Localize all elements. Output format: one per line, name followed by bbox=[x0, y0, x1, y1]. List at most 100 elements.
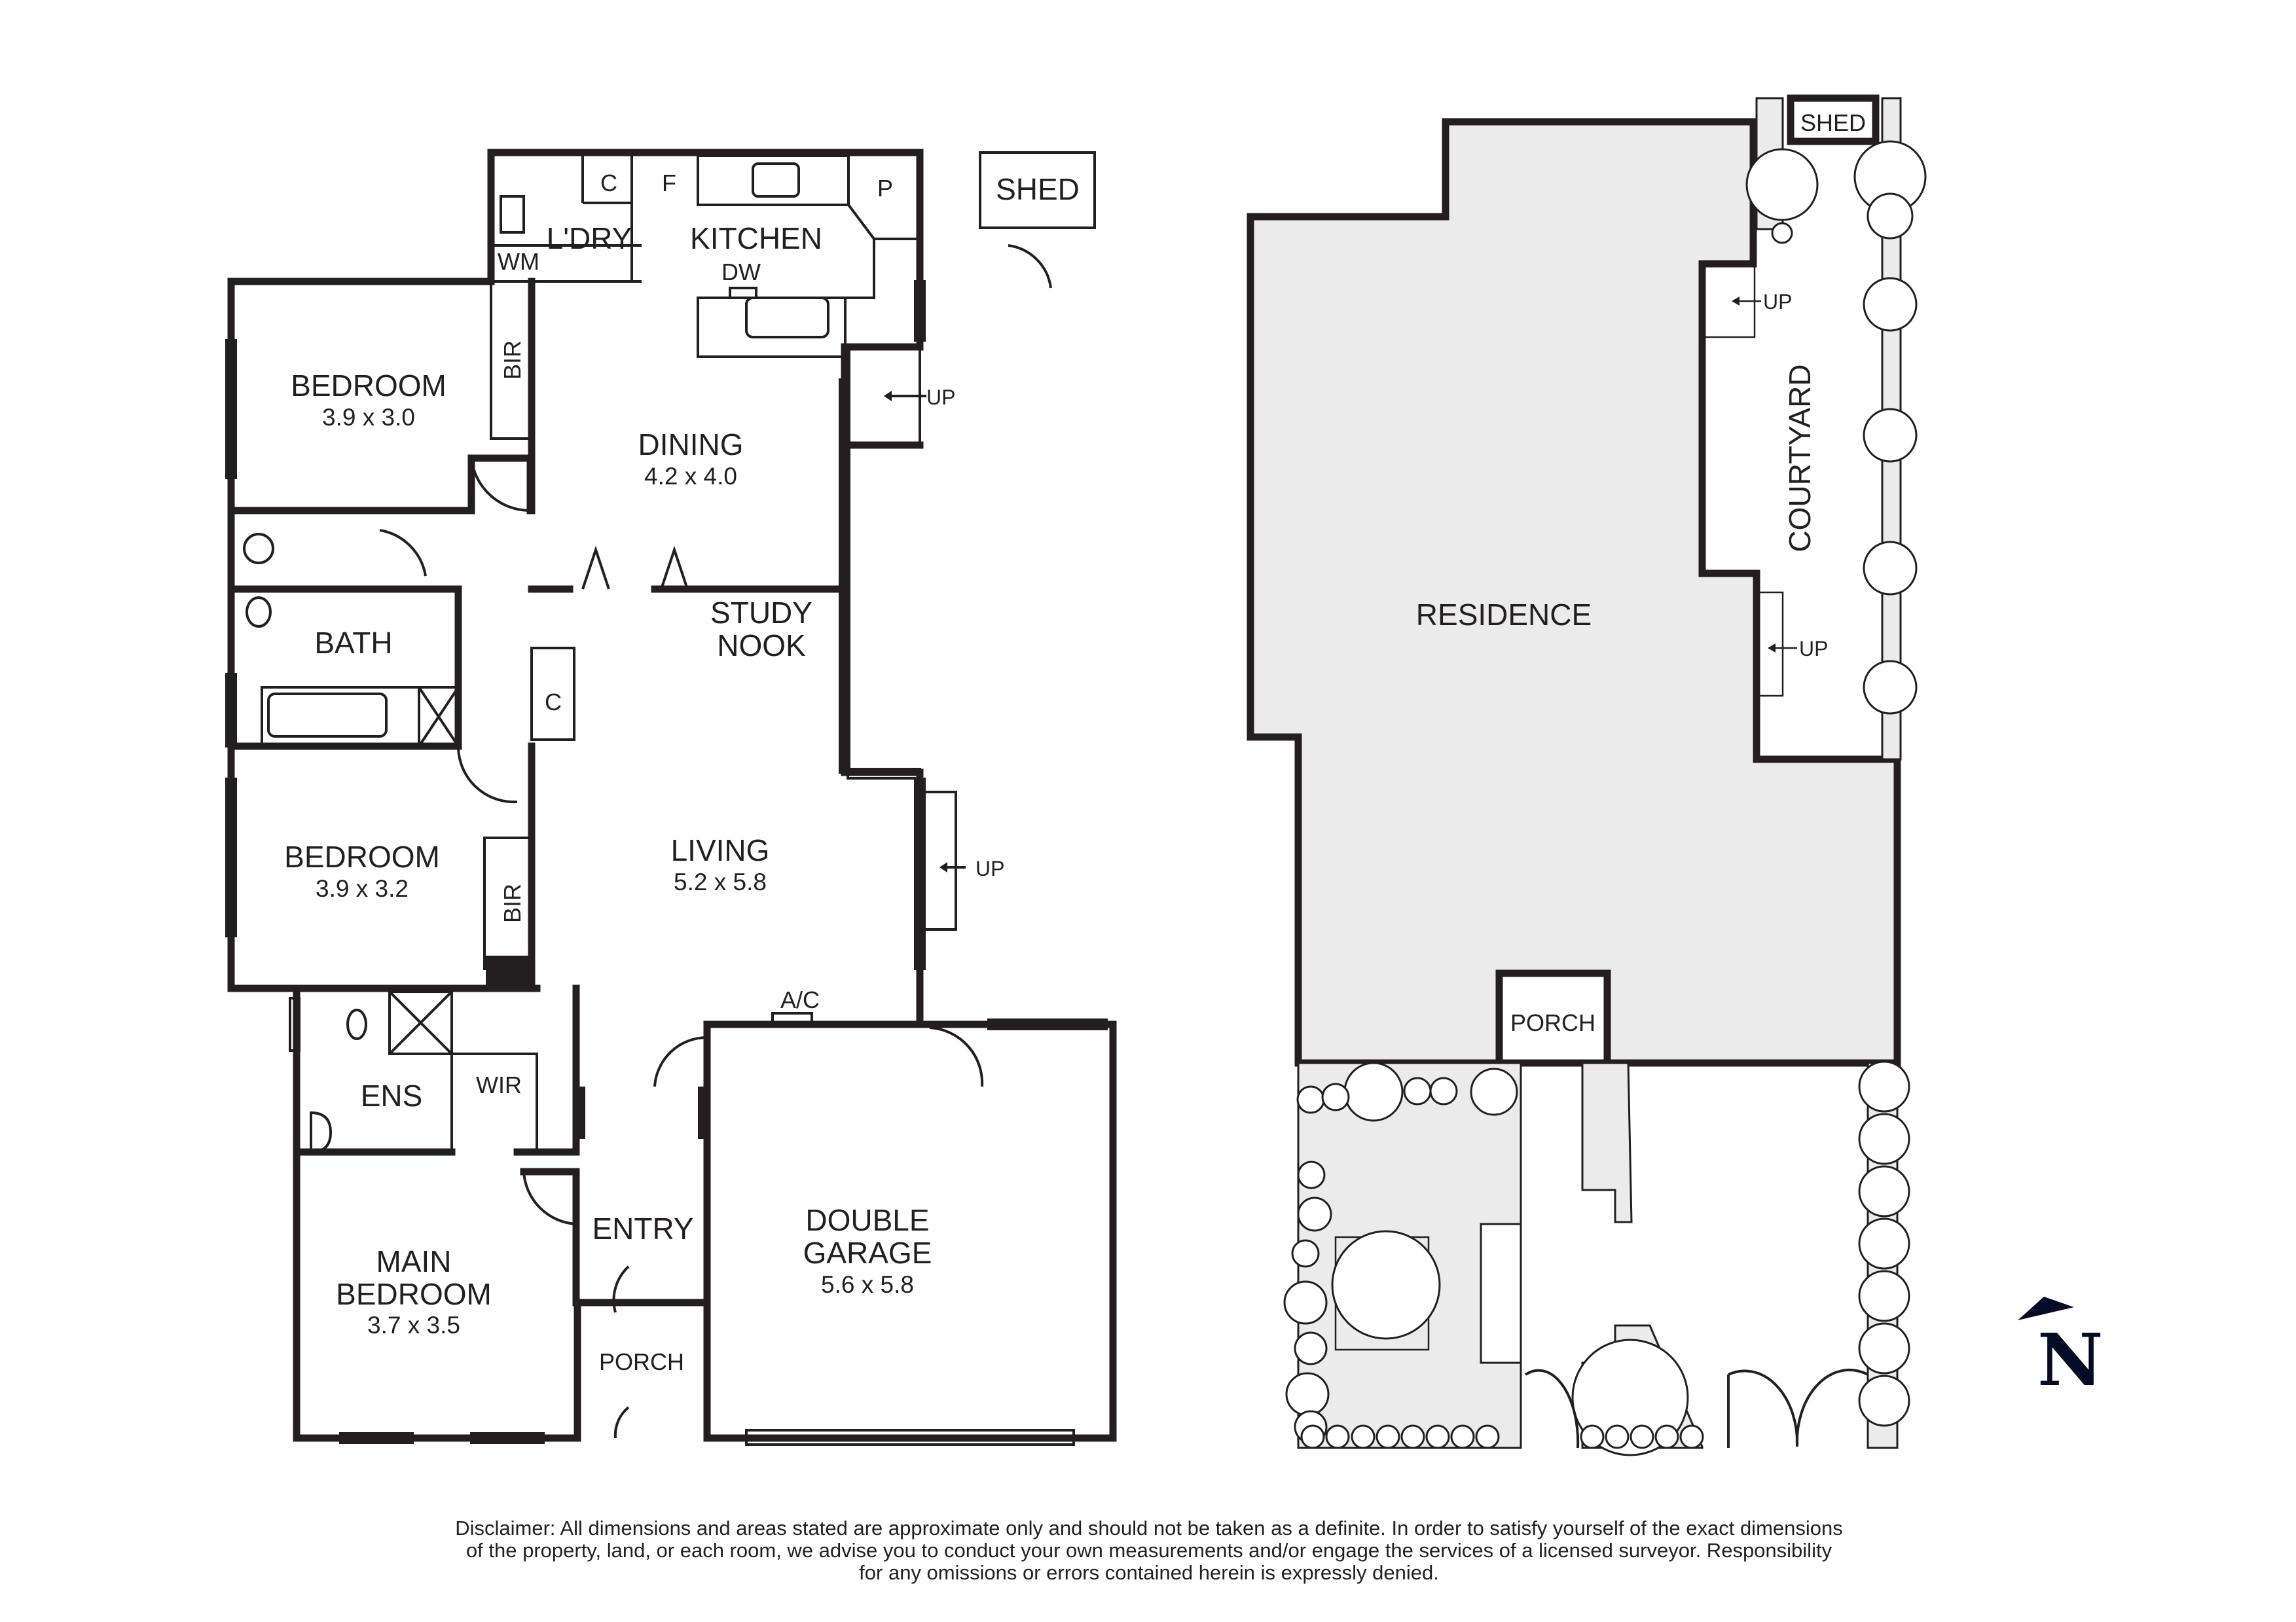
door-swing bbox=[470, 458, 531, 513]
doors bbox=[379, 244, 1052, 1439]
site-porch bbox=[1495, 969, 1611, 1067]
label-cupboard: C bbox=[600, 170, 617, 196]
garage-door bbox=[745, 1429, 1075, 1446]
tree-icon bbox=[1745, 148, 1819, 221]
arrow-icon bbox=[939, 862, 947, 873]
label-up-dining: UP bbox=[926, 386, 955, 409]
label-bir-2: BIR bbox=[499, 884, 526, 923]
basin-icon bbox=[246, 596, 272, 628]
room-label-dining: DINING bbox=[638, 427, 744, 461]
north-arrow-icon bbox=[2018, 1297, 2074, 1320]
bifold-door bbox=[581, 545, 610, 590]
cooktop-icon bbox=[752, 162, 800, 198]
shed-door-swing bbox=[1008, 244, 1052, 289]
door-swing bbox=[653, 1036, 708, 1087]
ensuite-toilet-icon bbox=[346, 1009, 367, 1040]
room-label-ensuite: ENS bbox=[361, 1079, 423, 1113]
label-fridge: F bbox=[662, 170, 676, 196]
gate-swing bbox=[1524, 1369, 1580, 1449]
site-plan: RESIDENCE COURTYARD SHED PORCH UP UP bbox=[1247, 94, 1927, 1456]
steps bbox=[848, 151, 1096, 931]
sink-icon bbox=[745, 297, 829, 338]
tree-icon bbox=[1863, 277, 1918, 332]
room-size-garage: 5.6 x 5.8 bbox=[821, 1271, 914, 1298]
shed-outline bbox=[979, 151, 1096, 229]
label-up-living: UP bbox=[975, 857, 1004, 880]
arrow-icon bbox=[1732, 297, 1740, 306]
site-shed bbox=[1787, 94, 1880, 145]
room-size-main-bedroom: 3.7 x 3.5 bbox=[367, 1312, 460, 1339]
label-up-1: UP bbox=[1763, 290, 1792, 314]
room-label-laundry: L'DRY bbox=[547, 221, 632, 255]
label-air-con: A/C bbox=[780, 986, 820, 1013]
room-label-shed: SHED bbox=[996, 172, 1080, 206]
room-label-study-1: STUDY bbox=[710, 596, 812, 630]
room-label-study-2: NOOK bbox=[717, 628, 806, 662]
north-label: N bbox=[2037, 1318, 2104, 1402]
room-label-porch: PORCH bbox=[599, 1348, 684, 1375]
room-size-living: 5.2 x 5.8 bbox=[674, 869, 767, 895]
toilet-icon bbox=[243, 533, 274, 564]
label-pantry: P bbox=[877, 175, 893, 202]
room-label-main-bedroom-1: MAIN bbox=[376, 1244, 452, 1278]
laundry-tub-icon bbox=[500, 195, 525, 234]
tree-icon bbox=[1470, 1068, 1518, 1116]
windows bbox=[225, 280, 1108, 1446]
room-label-garage-2: GARAGE bbox=[803, 1236, 932, 1270]
room-label-garage-1: DOUBLE bbox=[805, 1203, 929, 1237]
hedge-left bbox=[1283, 1077, 1458, 1444]
interior-walls bbox=[227, 154, 920, 1307]
fittings bbox=[243, 162, 829, 1154]
gate-swing bbox=[1728, 1369, 1799, 1447]
tree-icon bbox=[1863, 660, 1918, 715]
gate-swing bbox=[1795, 1368, 1868, 1447]
room-label-living: LIVING bbox=[671, 833, 770, 867]
disclaimer: Disclaimer: All dimensions and areas sta… bbox=[406, 1517, 1892, 1584]
door-swing bbox=[456, 746, 518, 804]
floor-plan: BEDROOM 3.9 x 3.0 DINING 4.2 x 4.0 KITCH… bbox=[225, 149, 1117, 1446]
door-swing bbox=[522, 1171, 577, 1225]
label-hall-cupboard: C bbox=[545, 689, 562, 715]
room-label-wir: WIR bbox=[476, 1072, 522, 1098]
room-label-kitchen: KITCHEN bbox=[690, 221, 822, 255]
arrow-icon bbox=[884, 391, 892, 401]
label-site-porch: PORCH bbox=[1510, 1009, 1595, 1036]
door-swing bbox=[929, 1026, 984, 1087]
label-dishwasher: DW bbox=[721, 259, 761, 285]
label-site-shed: SHED bbox=[1800, 109, 1866, 136]
disclaimer-line-1: Disclaimer: All dimensions and areas sta… bbox=[455, 1517, 1843, 1540]
tree-icon bbox=[1343, 1062, 1404, 1122]
tree-icon bbox=[1863, 408, 1918, 463]
room-size-bedroom1: 3.9 x 3.0 bbox=[322, 404, 415, 431]
north-compass: N bbox=[2016, 1293, 2115, 1404]
room-label-bedroom1: BEDROOM bbox=[291, 369, 446, 403]
label-residence: RESIDENCE bbox=[1416, 598, 1592, 632]
door-swing bbox=[612, 1265, 630, 1313]
hedge-bottom bbox=[1300, 1424, 1704, 1449]
label-up-2: UP bbox=[1799, 637, 1828, 660]
front-garden bbox=[1283, 1060, 1910, 1456]
room-label-bedroom2: BEDROOM bbox=[284, 840, 440, 874]
tree-icon bbox=[1571, 1339, 1689, 1456]
dishwasher-icon bbox=[729, 287, 757, 299]
door-swing bbox=[379, 529, 427, 577]
ensuite-basin-icon bbox=[310, 1111, 333, 1154]
label-bir-1: BIR bbox=[499, 340, 526, 380]
courtyard-trees bbox=[1745, 140, 1927, 715]
disclaimer-line-3: for any omissions or errors contained he… bbox=[859, 1561, 1439, 1584]
arrow-icon bbox=[1768, 643, 1776, 653]
bifold-door bbox=[660, 545, 689, 590]
label-washing-machine: WM bbox=[498, 248, 539, 275]
tree-icon bbox=[1771, 222, 1793, 244]
room-size-bedroom2: 3.9 x 3.2 bbox=[316, 875, 409, 902]
room-size-dining: 4.2 x 4.0 bbox=[644, 463, 737, 490]
door-swing bbox=[613, 1406, 630, 1439]
room-label-entry: ENTRY bbox=[592, 1212, 693, 1246]
disclaimer-line-2: of the property, land, or each room, we … bbox=[465, 1539, 1832, 1562]
room-label-bath: BATH bbox=[314, 626, 392, 660]
tree-icon bbox=[1331, 1230, 1441, 1340]
label-courtyard: COURTYARD bbox=[1783, 364, 1817, 552]
room-label-main-bedroom-2: BEDROOM bbox=[336, 1277, 492, 1311]
tree-icon bbox=[1867, 192, 1914, 240]
